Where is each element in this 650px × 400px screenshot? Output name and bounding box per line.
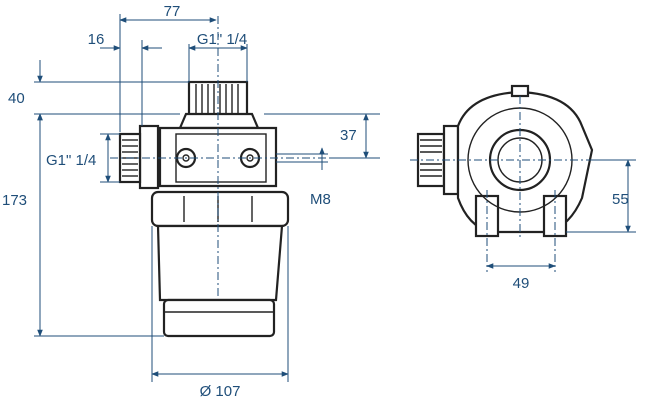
right-dimensions bbox=[486, 159, 636, 269]
dim-thread-side-label: G1" 1/4 bbox=[46, 152, 96, 169]
dim-55-label: 55 bbox=[612, 191, 629, 208]
dim-49-label: 49 bbox=[513, 275, 530, 292]
dim-37-label: 37 bbox=[340, 127, 357, 144]
bowl bbox=[156, 224, 284, 302]
dim-40-label: 40 bbox=[8, 90, 25, 107]
dim-107-label: Ø 107 bbox=[200, 383, 241, 400]
front-view bbox=[118, 80, 290, 338]
dim-173-label: 173 bbox=[2, 192, 27, 209]
dim-thread-top-label: G1" 1/4 bbox=[197, 31, 247, 48]
right-view bbox=[416, 84, 594, 238]
top-thread-lines bbox=[195, 84, 239, 114]
front-dimensions bbox=[34, 14, 380, 382]
bolt-hole-right-center bbox=[246, 154, 254, 162]
dim-77-label: 77 bbox=[164, 3, 181, 20]
dim-m8-label: M8 bbox=[310, 191, 331, 208]
dim-16-label: 16 bbox=[88, 31, 105, 48]
rv-side-thread-lines bbox=[420, 139, 442, 177]
bowl-bottom bbox=[162, 298, 276, 338]
head-nut bbox=[178, 112, 260, 130]
rv-top-notch bbox=[510, 84, 530, 98]
bolt-hole-left-center bbox=[182, 154, 190, 162]
bowl-ring bbox=[150, 190, 290, 228]
side-port-flange bbox=[138, 124, 160, 190]
